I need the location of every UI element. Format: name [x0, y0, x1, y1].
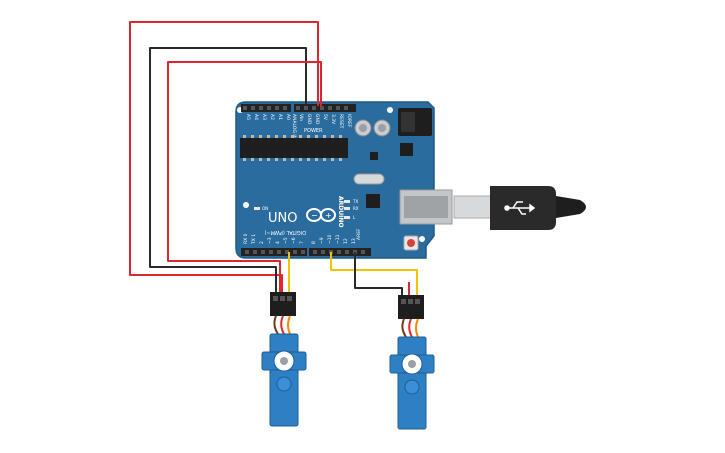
- analog-header[interactable]: [241, 104, 291, 112]
- wire-gnd-servo-2[interactable]: [354, 252, 403, 295]
- digital-header-low[interactable]: [241, 248, 307, 256]
- svg-text:−: −: [311, 211, 318, 220]
- mounting-hole: [419, 236, 425, 242]
- header-pins: [243, 106, 348, 110]
- servo-lead-ground: [401, 318, 407, 338]
- pin-label-a1: A1: [277, 114, 283, 120]
- wire-gnd-servo-1[interactable]: [149, 47, 307, 292]
- pin-label-d10: ~10: [327, 234, 333, 244]
- pin-label-3v3: 3.3V: [330, 114, 336, 125]
- power-jack-inner: [401, 112, 415, 132]
- pin-label-d3: ~3: [267, 237, 273, 244]
- pin-label-vin: Vin: [298, 114, 304, 121]
- servo-motor-1[interactable]: [261, 292, 307, 427]
- pin-label-gnd: GND: [306, 114, 312, 125]
- usb-port-inner: [404, 196, 448, 218]
- led-l: [344, 216, 350, 219]
- aref-label: AREF: [356, 228, 362, 240]
- pin-label-d5: ~5: [283, 237, 289, 244]
- pin-label-ioref: IOREF: [346, 114, 352, 128]
- digital-pin-labels: RX 0 TX 1 2 ~3 4 ~5 ~6 7 8 ~9 ~10 ~11 12…: [243, 233, 357, 245]
- led-rx: [344, 207, 350, 210]
- servo-lead-signal: [415, 318, 419, 338]
- power-label: POWER: [304, 128, 323, 134]
- pin-label-a0: A0: [285, 114, 291, 120]
- led-tx: [344, 200, 350, 203]
- pin-label-d8: 8: [311, 241, 317, 244]
- pin-label-d11: ~11: [335, 234, 341, 244]
- pin-label-d1: TX 1: [251, 234, 257, 245]
- chip-pins: [243, 135, 342, 161]
- pin-label-d6: ~6: [291, 237, 297, 244]
- pin-label-d4: 4: [275, 241, 281, 244]
- l-label: L: [353, 215, 356, 220]
- atmega-chip: [240, 138, 348, 158]
- icsp-chip: [366, 194, 380, 208]
- pin-label-reset: RESET: [338, 114, 344, 129]
- mounting-hole: [243, 202, 249, 208]
- pin-label-gnd: GND: [314, 114, 320, 125]
- board-model-label: UNO: [268, 211, 297, 226]
- svg-text:+: +: [325, 211, 332, 220]
- crystal: [353, 173, 385, 185]
- reset-button-cap[interactable]: [407, 239, 415, 247]
- usb-plug-metal: [453, 195, 493, 219]
- pin-label-a5: A5: [245, 114, 251, 120]
- pin-label-d0: RX 0: [243, 233, 249, 244]
- smd-chip: [370, 152, 378, 160]
- servo-lead-power: [280, 315, 285, 335]
- pin-label-a2: A2: [269, 114, 275, 120]
- pin-label-5v: 5V: [322, 114, 328, 121]
- servo-lead-ground: [273, 315, 279, 335]
- wires: [129, 21, 418, 295]
- pin-label-a4: A4: [253, 114, 259, 120]
- usb-strain-relief: [556, 196, 586, 218]
- led-on: [254, 207, 260, 210]
- servo-lead-power: [408, 318, 413, 338]
- capacitor: [359, 124, 367, 132]
- tx-label: TX: [352, 199, 358, 204]
- servo-gear: [404, 379, 420, 395]
- wire-5v-inner[interactable]: [167, 61, 322, 292]
- voltage-regulator: [400, 143, 413, 156]
- usb-trident-icon: [504, 201, 536, 215]
- arduino-uno-board[interactable]: A5 A4 A3 A2 A1 A0 Vin GND GND 5V 3.3V RE…: [235, 101, 435, 259]
- servo-gear: [276, 376, 292, 392]
- servo-connector: [398, 295, 424, 319]
- pin-label-d7: 7: [299, 241, 305, 244]
- pin-label-d13: 13: [351, 238, 357, 244]
- rx-label: RX: [353, 206, 359, 211]
- wire-5v-servo-1[interactable]: [129, 21, 319, 292]
- servo-connector: [270, 292, 296, 316]
- analog-in-label: ANALOG IN: [291, 114, 297, 139]
- arduino-infinity-logo-icon: − +: [306, 208, 336, 222]
- capacitor: [378, 124, 386, 132]
- pin-label-d12: 12: [343, 238, 349, 244]
- wire-signal-servo-2[interactable]: [330, 252, 418, 295]
- servo-motor-2[interactable]: [389, 295, 435, 430]
- mounting-hole: [387, 107, 393, 113]
- digital-header-pins: [245, 250, 365, 254]
- servo-lead-signal: [287, 315, 291, 335]
- on-label: ON: [262, 206, 268, 211]
- pin-label-a3: A3: [261, 114, 267, 120]
- pin-label-d9: ~9: [319, 237, 325, 244]
- board-brand-label: ARDUINO: [337, 196, 344, 227]
- pin-label-d2: 2: [259, 241, 265, 244]
- digital-label: DIGITAL (PWM~): [264, 229, 306, 235]
- power-header[interactable]: [294, 104, 356, 112]
- usb-connector[interactable]: [399, 186, 586, 230]
